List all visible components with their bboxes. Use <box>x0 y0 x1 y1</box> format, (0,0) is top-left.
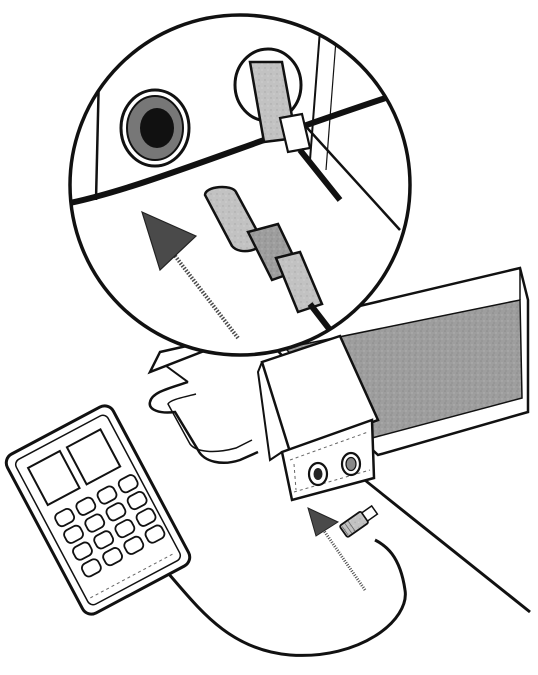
connector-plug <box>339 504 378 537</box>
jack-socket-left <box>121 90 189 166</box>
jack-socket-left <box>309 463 327 485</box>
cable <box>362 478 530 612</box>
jack-socket-right <box>342 453 360 475</box>
cable <box>168 540 405 655</box>
handheld-controller <box>3 402 193 617</box>
